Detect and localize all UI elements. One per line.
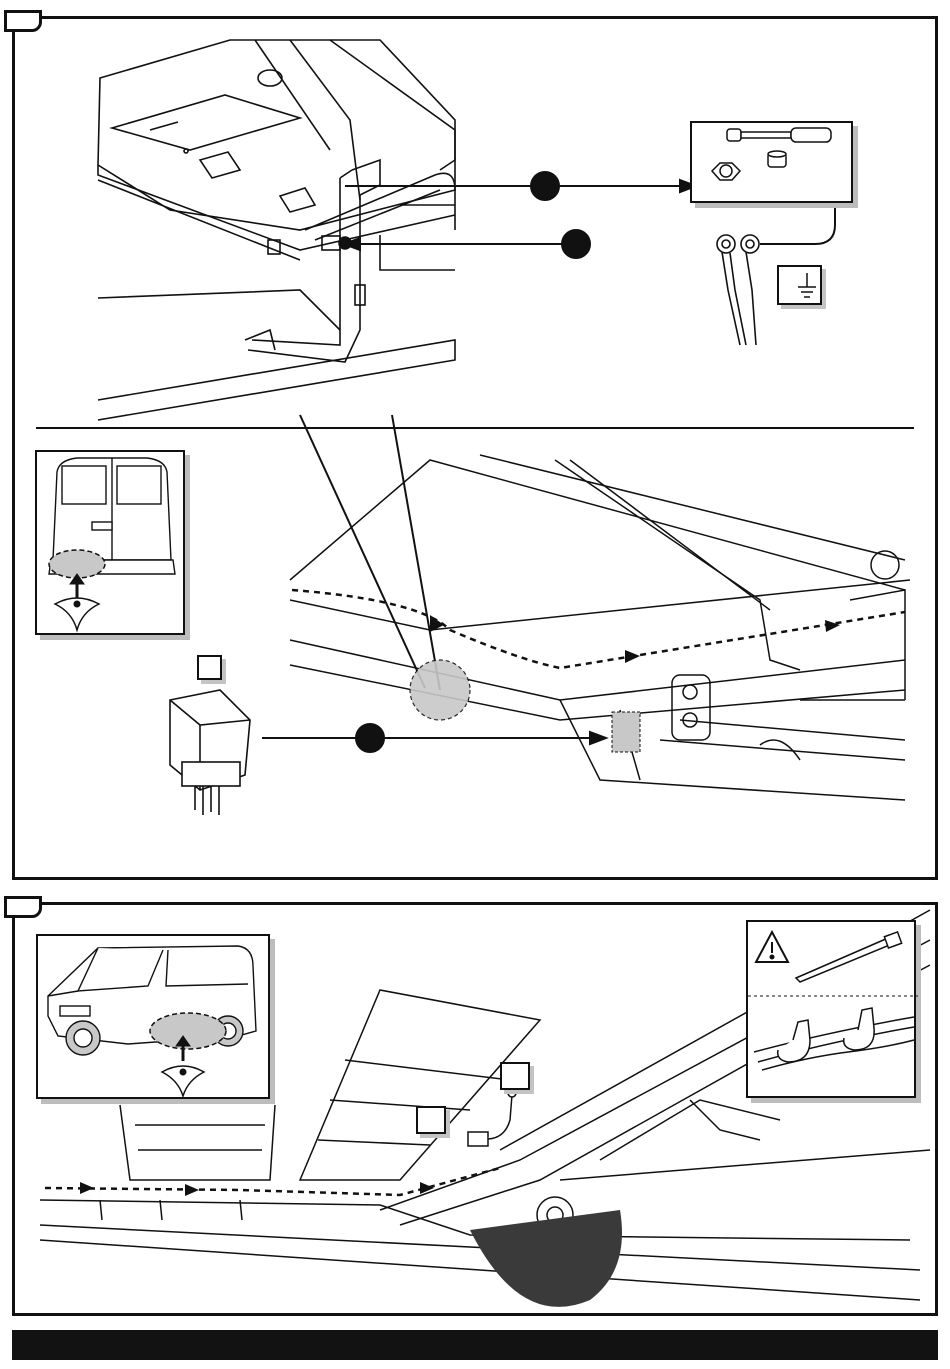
footer-bar bbox=[12, 1330, 938, 1360]
side-view-inset bbox=[36, 934, 270, 1099]
van-side-illustration bbox=[38, 936, 272, 1101]
warning-triangle-icon bbox=[756, 932, 788, 962]
cable-tie-bundle-icon bbox=[754, 1008, 914, 1070]
empty-label-box bbox=[500, 1062, 530, 1090]
cable-tie-illustration bbox=[748, 922, 918, 1100]
cable-tie-inset bbox=[746, 920, 916, 1098]
empty-label-box bbox=[416, 1106, 446, 1134]
cable-tie-icon bbox=[796, 932, 902, 982]
